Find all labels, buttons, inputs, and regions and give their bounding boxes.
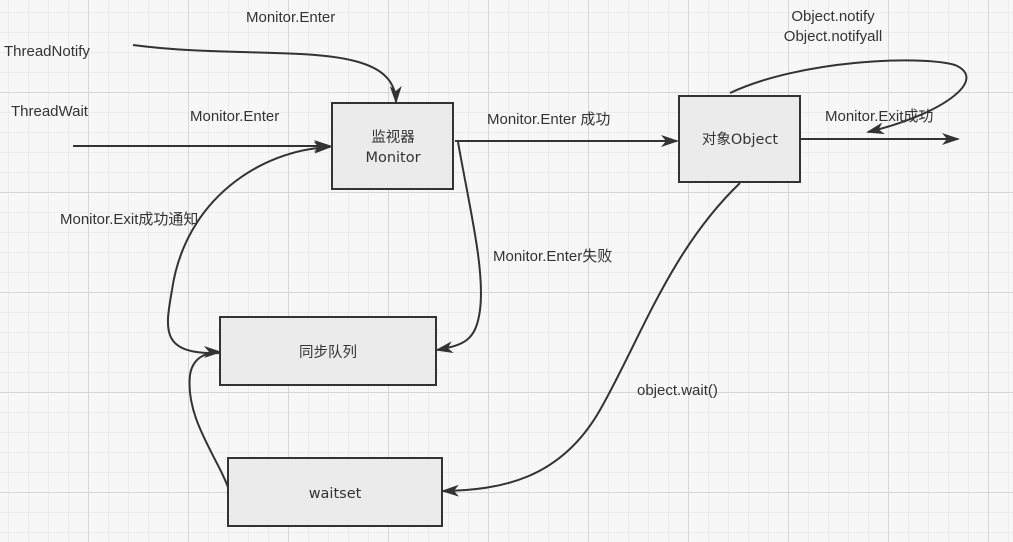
exit-success-label: Monitor.Exit成功 [825, 108, 933, 125]
object-label: 对象Object [702, 131, 779, 148]
notify-loop-arrow [729, 59, 968, 135]
waitset-to-queue-arrow [188, 346, 231, 494]
monitor-node: 监视器 Monitor [331, 102, 454, 190]
notify-label-2: Object.notifyall [784, 28, 882, 45]
notify-label-1: Object.notify [791, 8, 875, 25]
thread-wait-enter-label: Monitor.Enter [190, 108, 279, 125]
monitor-label-en: Monitor [365, 150, 420, 166]
enter-success-label: Monitor.Enter 成功 [487, 111, 610, 128]
waitset-label: waitset [309, 486, 362, 502]
exit-notify-arrow [167, 141, 332, 355]
sync-queue-node: 同步队列 [219, 316, 437, 386]
exit-notify-label: Monitor.Exit成功通知 [60, 211, 198, 228]
object-wait-label: object.wait() [637, 382, 718, 399]
thread-notify-label: ThreadNotify [4, 43, 90, 60]
thread-wait-label: ThreadWait [11, 103, 89, 120]
monitor-label-cn: 监视器 [371, 129, 415, 146]
thread-notify-enter-label: Monitor.Enter [246, 9, 335, 26]
object-wait-arrow [441, 182, 741, 497]
thread-notify-arrow [132, 44, 402, 104]
enter-fail-label: Monitor.Enter失败 [493, 248, 612, 265]
object-node: 对象Object [678, 95, 801, 183]
sync-queue-label: 同步队列 [299, 344, 357, 361]
enter-fail-arrow [435, 141, 482, 354]
waitset-node: waitset [227, 457, 443, 527]
